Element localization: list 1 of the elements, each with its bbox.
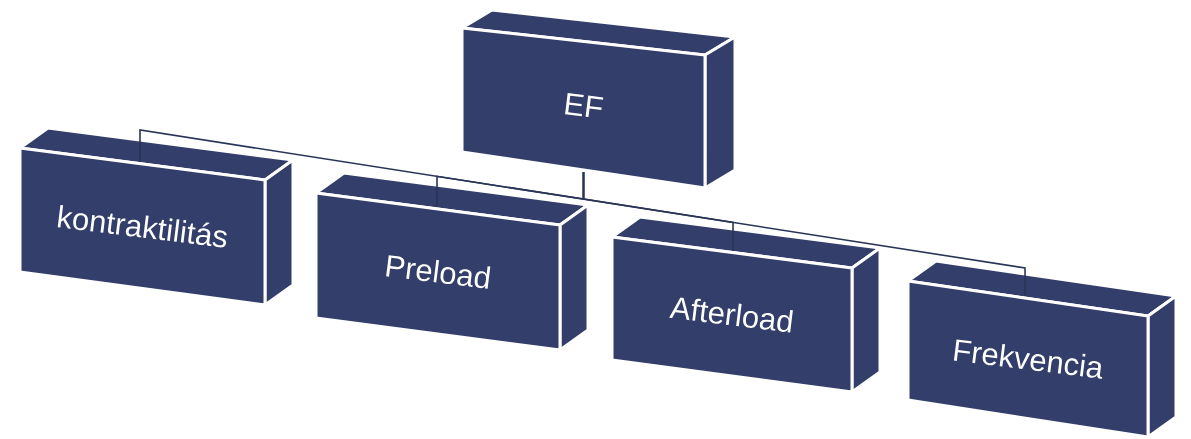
connector-line xyxy=(582,171,1026,297)
